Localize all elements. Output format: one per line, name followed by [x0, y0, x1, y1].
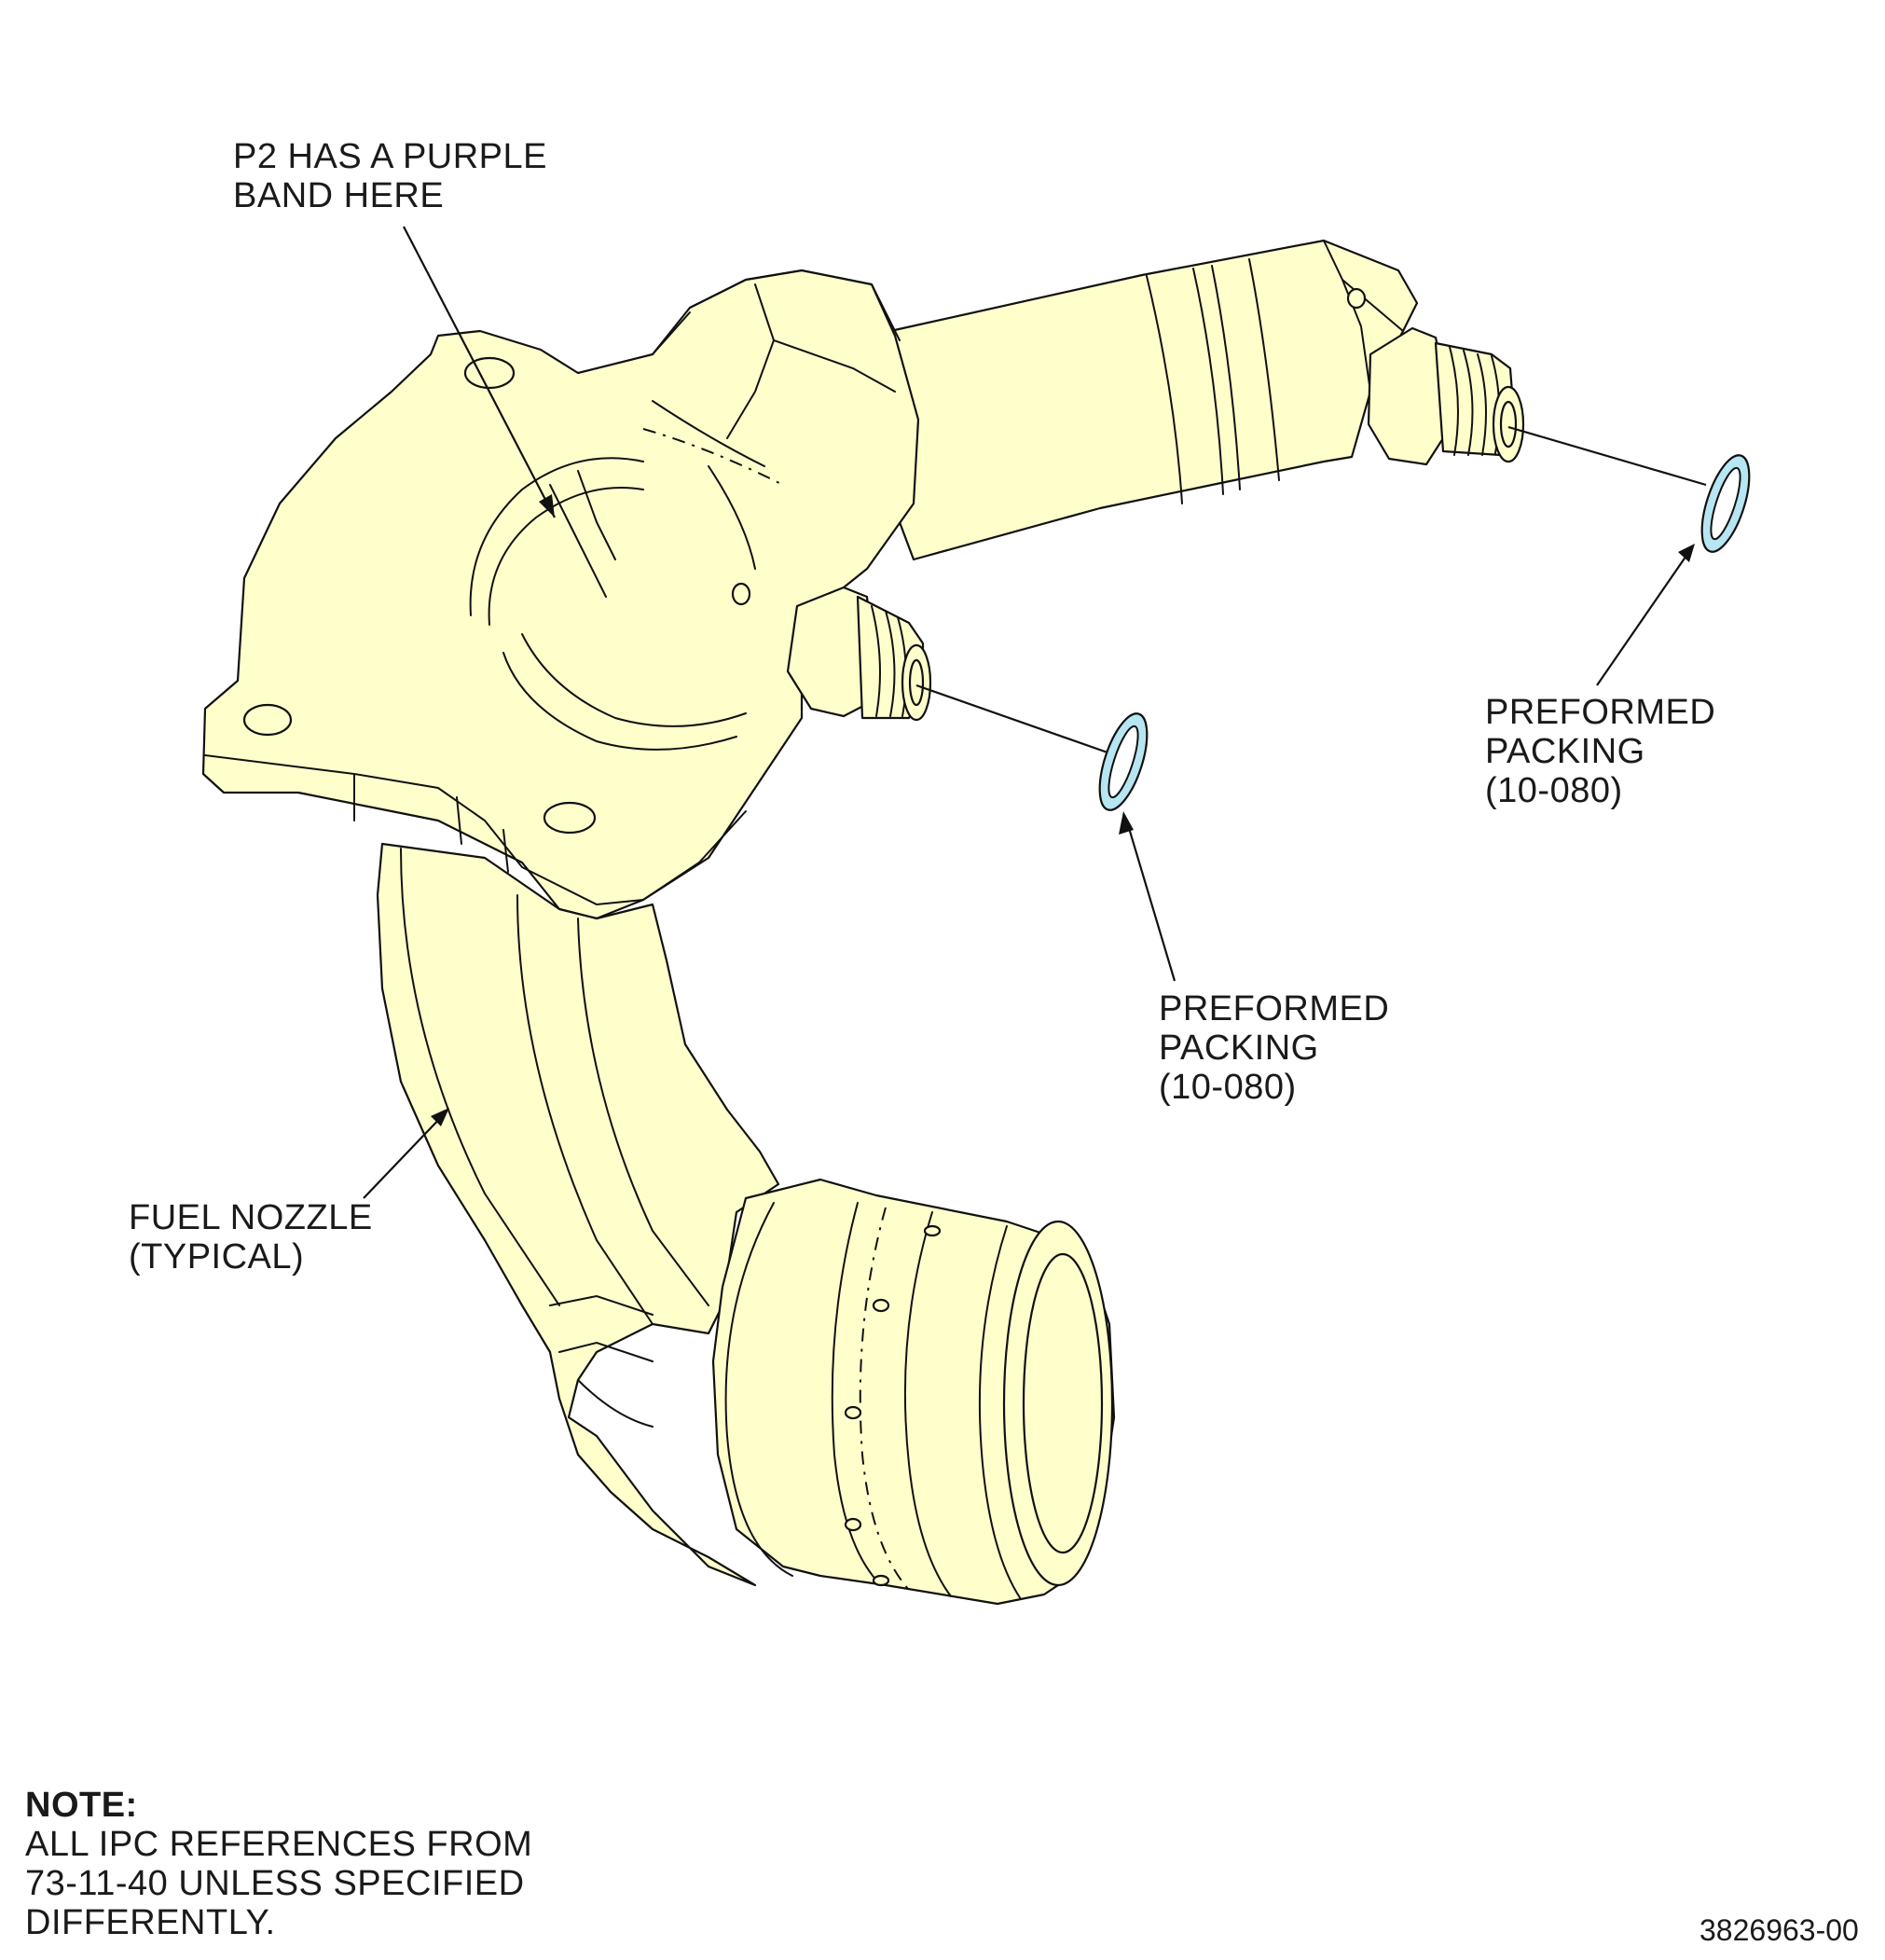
- packing-ring-lower: [1098, 712, 1149, 811]
- figure-number: 3826963-00: [1699, 1913, 1859, 1947]
- nozzle-stem: [376, 842, 780, 1587]
- packing-upper-callout-line1: PREFORMED: [1485, 693, 1716, 732]
- packing-upper-callout-line3: (10-080): [1485, 771, 1623, 810]
- packing-lower-callout: PREFORMED PACKING (10-080): [1159, 989, 1389, 1107]
- packing-ring-upper: [1700, 454, 1751, 553]
- flange-body: [201, 269, 932, 920]
- upper-inlet-arm: [870, 239, 1525, 561]
- packing-lower-callout-line2: PACKING: [1159, 1028, 1319, 1068]
- nozzle-tip: [711, 1178, 1116, 1606]
- purple-band-callout: P2 HAS A PURPLE BAND HERE: [233, 137, 547, 215]
- note-block: NOTE: ALL IPC REFERENCES FROM 73-11-40 U…: [25, 1786, 532, 1942]
- packing-upper-callout-line2: PACKING: [1485, 732, 1645, 771]
- packing-lower-callout-line1: PREFORMED: [1159, 989, 1390, 1028]
- fuel-nozzle-callout-line2: (TYPICAL): [129, 1237, 305, 1277]
- purple-band-callout-line2: BAND HERE: [233, 176, 445, 215]
- note-line2: 73-11-40 UNLESS SPECIFIED: [25, 1864, 525, 1903]
- leader-lines: [363, 226, 1707, 1199]
- note-line1: ALL IPC REFERENCES FROM: [25, 1825, 533, 1864]
- packing-upper-callout: PREFORMED PACKING (10-080): [1485, 693, 1715, 810]
- purple-band-callout-line1: P2 HAS A PURPLE: [233, 137, 547, 176]
- note-line3: DIFFERENTLY.: [25, 1903, 276, 1942]
- note-title: NOTE:: [25, 1786, 138, 1825]
- fuel-nozzle-callout: FUEL NOZZLE (TYPICAL): [129, 1198, 373, 1277]
- fuel-nozzle-callout-line1: FUEL NOZZLE: [129, 1198, 373, 1237]
- packing-lower-callout-line3: (10-080): [1159, 1068, 1297, 1107]
